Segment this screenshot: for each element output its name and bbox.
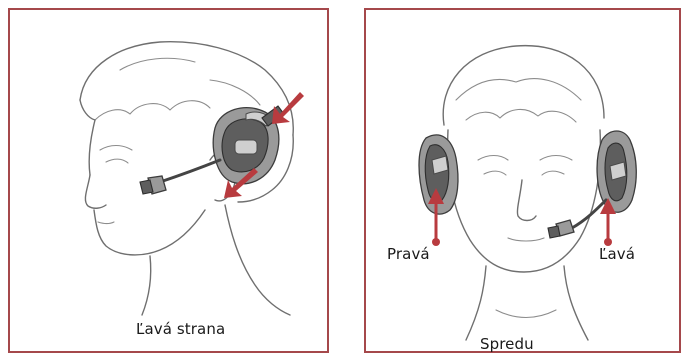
side-head-illustration (10, 10, 329, 353)
right-side-label: Pravá (387, 245, 430, 263)
side-view-panel (8, 8, 329, 353)
headset-icon (548, 131, 636, 238)
front-head-illustration (366, 10, 681, 353)
headset-icon (140, 106, 284, 194)
left-side-label: Ľavá (599, 245, 635, 263)
side-view-caption: Ľavá strana (136, 320, 225, 338)
front-view-panel (364, 8, 681, 353)
front-view-caption: Spredu (480, 335, 534, 353)
